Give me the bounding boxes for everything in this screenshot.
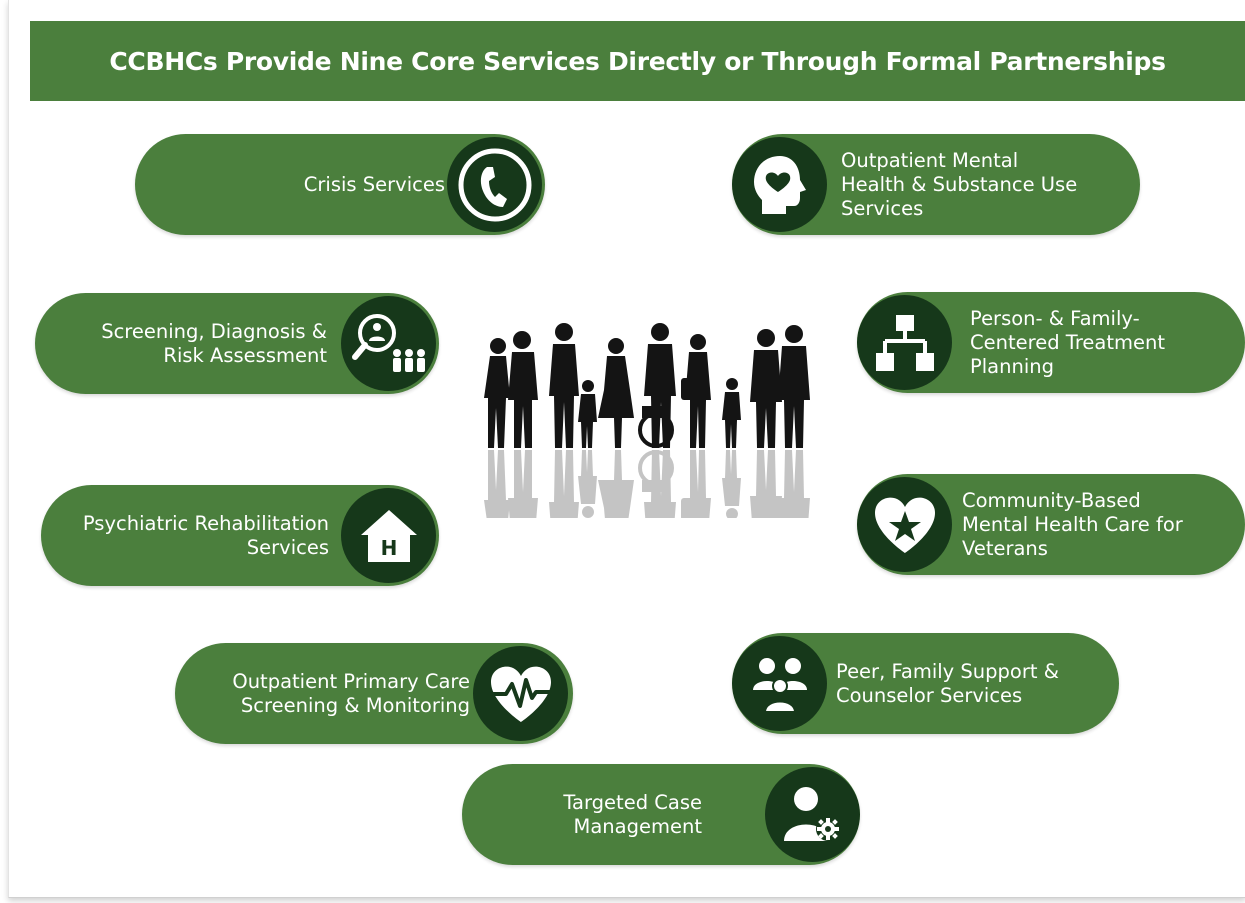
service-label: Community-Based Mental Health Care for V… bbox=[962, 488, 1183, 560]
house-h-icon: H bbox=[341, 488, 436, 583]
magnifier-people-icon bbox=[341, 296, 436, 391]
service-label: Psychiatric Rehabilitation Services bbox=[82, 511, 329, 559]
service-label: Screening, Diagnosis & Risk Assessment bbox=[101, 319, 327, 367]
service-case-management: Targeted Case Management bbox=[462, 764, 860, 865]
title-banner: CCBHCs Provide Nine Core Services Direct… bbox=[30, 21, 1245, 101]
service-label: Outpatient Mental Health & Substance Use… bbox=[841, 148, 1078, 220]
service-label: Peer, Family Support & Counselor Service… bbox=[836, 659, 1059, 707]
svg-text:H: H bbox=[380, 536, 397, 560]
hierarchy-chart-icon bbox=[857, 295, 952, 390]
service-outpatient-mental-health: Outpatient Mental Health & Substance Use… bbox=[732, 134, 1140, 235]
family-silhouette-icon bbox=[476, 318, 816, 577]
service-treatment-planning: Person- & Family- Centered Treatment Pla… bbox=[857, 292, 1245, 393]
service-crisis: Crisis Services bbox=[135, 134, 545, 235]
service-psychiatric-rehab: Psychiatric Rehabilitation Services H bbox=[41, 485, 439, 586]
head-heart-icon bbox=[732, 137, 827, 232]
group-people-icon bbox=[732, 636, 827, 731]
phone-icon bbox=[447, 137, 542, 232]
service-label: Person- & Family- Centered Treatment Pla… bbox=[970, 306, 1165, 378]
person-gear-icon bbox=[765, 767, 860, 862]
heart-pulse-icon bbox=[473, 646, 568, 741]
service-label: Outpatient Primary Care Screening & Moni… bbox=[232, 669, 470, 717]
heart-star-icon bbox=[857, 477, 952, 572]
service-label: Crisis Services bbox=[303, 172, 445, 196]
service-label: Targeted Case Management bbox=[563, 790, 702, 838]
service-screening: Screening, Diagnosis & Risk Assessment bbox=[35, 293, 439, 394]
service-peer-support: Peer, Family Support & Counselor Service… bbox=[732, 633, 1119, 734]
page-title: CCBHCs Provide Nine Core Services Direct… bbox=[109, 46, 1166, 76]
service-primary-care: Outpatient Primary Care Screening & Moni… bbox=[175, 643, 573, 744]
service-veterans-care: Community-Based Mental Health Care for V… bbox=[857, 474, 1245, 575]
